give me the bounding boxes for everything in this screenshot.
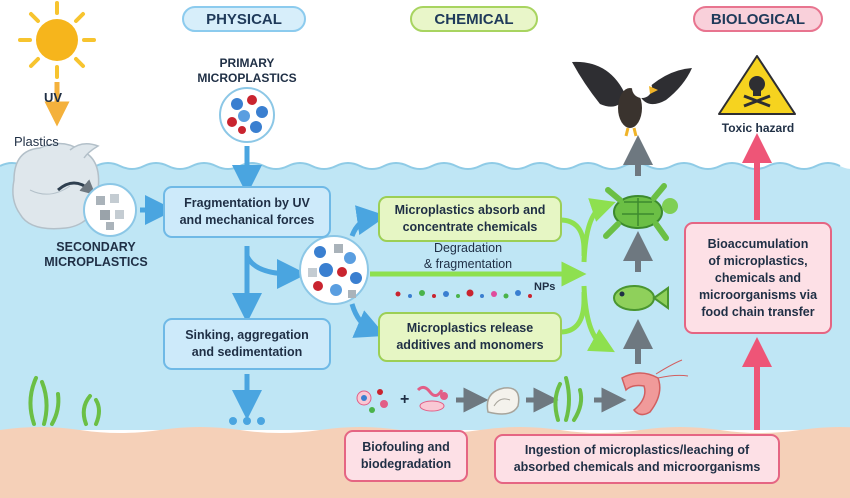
arrow-green-bracket-down bbox=[581, 285, 615, 353]
uv-label: UV bbox=[44, 90, 63, 105]
svg-text:+: + bbox=[400, 391, 409, 408]
fish-icon bbox=[613, 285, 669, 311]
sediment-particles bbox=[229, 417, 265, 425]
ingestion-box: Ingestion of microplastics/leaching of a… bbox=[494, 434, 780, 484]
toxic-hazard-icon bbox=[718, 55, 796, 115]
primary-cluster-icon bbox=[219, 87, 275, 143]
arrow-fragmentation-to-mix bbox=[244, 254, 307, 289]
fragmentation-box: Fragmentation by UV and mechanical force… bbox=[163, 186, 331, 238]
header-chemical: CHEMICAL bbox=[410, 6, 538, 32]
degradation-label: Degradation & fragmentation bbox=[423, 241, 513, 271]
shrimp-icon bbox=[621, 359, 689, 416]
bag-icon bbox=[12, 142, 100, 230]
release-box: Microplastics release additives and mono… bbox=[378, 312, 562, 362]
shell-icon bbox=[486, 387, 520, 415]
secondary-cluster-icon bbox=[83, 183, 137, 237]
primary-label: PRIMARY MICROPLASTICS bbox=[197, 56, 297, 85]
toxic-hazard-label: Toxic hazard bbox=[721, 121, 795, 135]
sinking-box: Sinking, aggregation and sedimentation bbox=[163, 318, 331, 370]
nps-label: NPs bbox=[534, 281, 556, 293]
bioaccumulation-box: Bioaccumulation of microplastics, chemic… bbox=[684, 222, 832, 334]
mixed-cluster-icon bbox=[299, 235, 369, 305]
plastics-label: Plastics bbox=[14, 134, 59, 149]
biofouling-box: Biofouling and biodegradation bbox=[344, 430, 468, 482]
seaweed-left-icon bbox=[28, 376, 101, 426]
header-physical: PHYSICAL bbox=[182, 6, 306, 32]
seaweed-icon bbox=[553, 376, 584, 422]
bag-to-cluster-arrow bbox=[57, 179, 96, 195]
arrow-mix-to-release bbox=[349, 303, 386, 338]
arrow-mix-to-absorb bbox=[349, 205, 387, 237]
eagle-icon bbox=[572, 61, 692, 137]
secondary-label: SECONDARY MICROPLASTICS bbox=[44, 240, 148, 269]
absorb-box: Microplastics absorb and concentrate che… bbox=[378, 196, 562, 242]
arrow-green-bracket-up bbox=[581, 198, 616, 263]
sun-icon bbox=[18, 1, 96, 79]
biofouling-strip: + bbox=[356, 385, 448, 413]
water-surface-line bbox=[0, 162, 841, 170]
turtle-icon bbox=[603, 183, 678, 241]
header-biological: BIOLOGICAL bbox=[693, 6, 823, 32]
nanoplastics-particles bbox=[395, 289, 532, 299]
